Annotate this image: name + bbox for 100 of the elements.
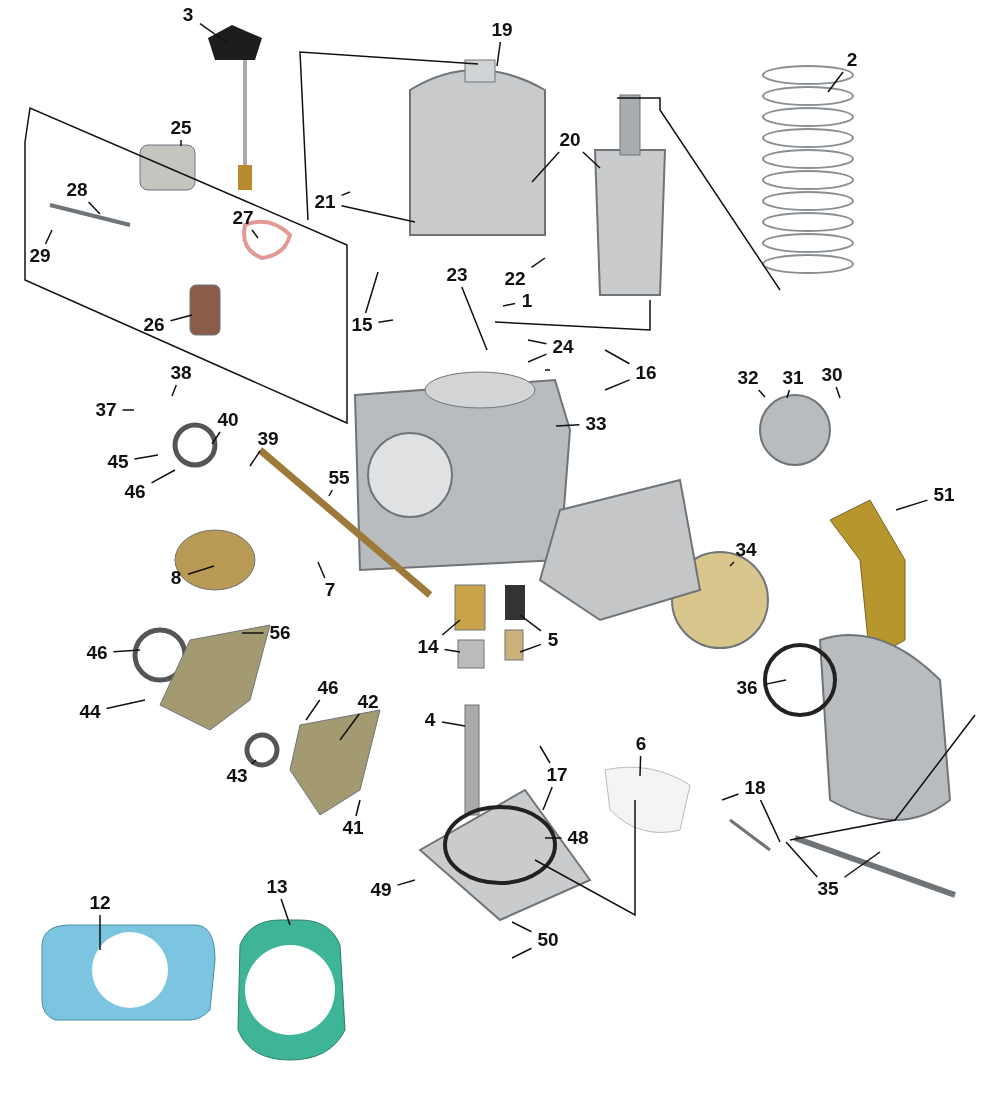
callout-number: 17 xyxy=(546,765,568,785)
leader-line xyxy=(211,431,221,445)
leader-line xyxy=(377,319,394,324)
leader-line xyxy=(530,257,546,269)
callout-number: 13 xyxy=(266,877,288,897)
leader-line xyxy=(87,201,101,215)
leader-line xyxy=(305,699,321,721)
leader-line xyxy=(44,229,53,245)
leader-line xyxy=(99,914,101,951)
leader-line xyxy=(249,450,261,467)
leader-line xyxy=(105,699,146,710)
callout-number: 44 xyxy=(79,702,101,722)
callout-number: 32 xyxy=(737,368,759,388)
leader-line xyxy=(604,379,631,391)
callout-number: 25 xyxy=(170,118,192,138)
callout-number: 23 xyxy=(446,265,468,285)
callout-number: 41 xyxy=(342,818,364,838)
leader-line xyxy=(317,561,326,579)
callout-number: 20 xyxy=(559,130,581,150)
callout-number: 7 xyxy=(324,580,336,600)
callout-number: 8 xyxy=(170,568,182,588)
leader-line xyxy=(721,793,740,801)
leader-line xyxy=(519,643,542,653)
callout-number: 50 xyxy=(537,930,559,950)
leader-line xyxy=(496,41,502,67)
leader-line xyxy=(171,384,178,397)
callout-number: 12 xyxy=(89,893,111,913)
leader-line xyxy=(133,454,159,460)
leader-line xyxy=(355,799,361,817)
leader-line xyxy=(758,389,766,398)
leader-line xyxy=(443,648,461,653)
callout-number: 19 xyxy=(491,20,513,40)
callout-number: 39 xyxy=(257,429,279,449)
callout-number: 43 xyxy=(226,766,248,786)
leader-line xyxy=(539,745,551,764)
callout-number: 4 xyxy=(424,710,436,730)
leader-line xyxy=(199,22,227,43)
leader-line xyxy=(895,499,929,511)
callout-number: 36 xyxy=(736,678,758,698)
leader-line xyxy=(827,71,844,93)
leader-line xyxy=(251,229,259,239)
leader-line xyxy=(187,565,215,575)
callout-number: 40 xyxy=(217,410,239,430)
callout-number: 22 xyxy=(504,269,526,289)
callout-number: 46 xyxy=(86,643,108,663)
leader-line xyxy=(527,353,548,363)
leader-line xyxy=(364,271,379,314)
callout-number: 46 xyxy=(124,482,146,502)
leader-line xyxy=(169,314,193,322)
leader-line xyxy=(511,921,533,933)
leader-line xyxy=(328,489,334,497)
callout-number: 14 xyxy=(417,637,439,657)
leader-line xyxy=(150,469,176,484)
callout-number: 46 xyxy=(317,678,339,698)
leader-line xyxy=(544,837,563,839)
leader-line xyxy=(502,302,516,307)
leader-line xyxy=(531,151,560,183)
callout-number: 27 xyxy=(232,208,254,228)
leader-line xyxy=(511,947,533,959)
callout-number: 33 xyxy=(585,414,607,434)
leader-line xyxy=(519,614,542,632)
leader-line xyxy=(582,151,601,169)
callout-number: 51 xyxy=(933,485,955,505)
callout-number: 48 xyxy=(567,828,589,848)
leader-line xyxy=(339,713,360,741)
callout-number: 2 xyxy=(846,50,858,70)
callout-number: 24 xyxy=(552,337,574,357)
leader-line xyxy=(340,191,351,197)
leader-line xyxy=(555,424,581,427)
callout-number: 28 xyxy=(66,180,88,200)
leader-line xyxy=(639,755,642,777)
callout-number: 18 xyxy=(744,778,766,798)
leader-line xyxy=(441,721,466,727)
callout-number: 1 xyxy=(521,291,533,311)
leader-line xyxy=(785,841,819,878)
callout-number: 29 xyxy=(29,246,51,266)
leader-line xyxy=(843,851,881,878)
leader-line xyxy=(835,386,841,399)
leader-line xyxy=(759,799,781,843)
callout-number: 21 xyxy=(314,192,336,212)
callout-number: 38 xyxy=(170,363,192,383)
leader-line xyxy=(121,409,135,411)
callout-number: 56 xyxy=(269,623,291,643)
leader-line xyxy=(729,561,735,567)
callout-number: 37 xyxy=(95,400,117,420)
leader-line xyxy=(250,759,257,765)
leader-line xyxy=(396,879,416,886)
callout-number: 3 xyxy=(182,5,194,25)
callout-number: 26 xyxy=(143,315,165,335)
leader-line xyxy=(762,679,787,686)
callout-number: 45 xyxy=(107,452,129,472)
callout-number: 6 xyxy=(635,734,647,754)
callout-number: 34 xyxy=(735,540,757,560)
leader-line xyxy=(604,349,631,365)
callout-number: 42 xyxy=(357,692,379,712)
callout-number: 49 xyxy=(370,880,392,900)
callout-number: 31 xyxy=(782,368,804,388)
leader-line xyxy=(112,649,141,653)
callout-number: 30 xyxy=(821,365,843,385)
leader-line xyxy=(461,286,488,351)
